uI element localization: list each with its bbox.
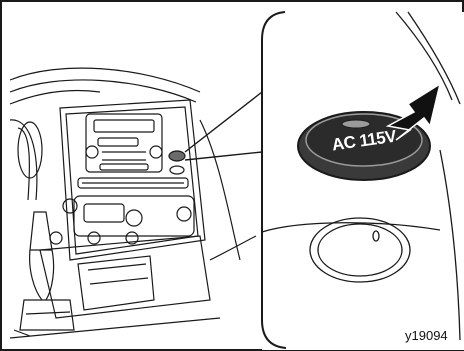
figure-code: y19094	[405, 328, 448, 343]
